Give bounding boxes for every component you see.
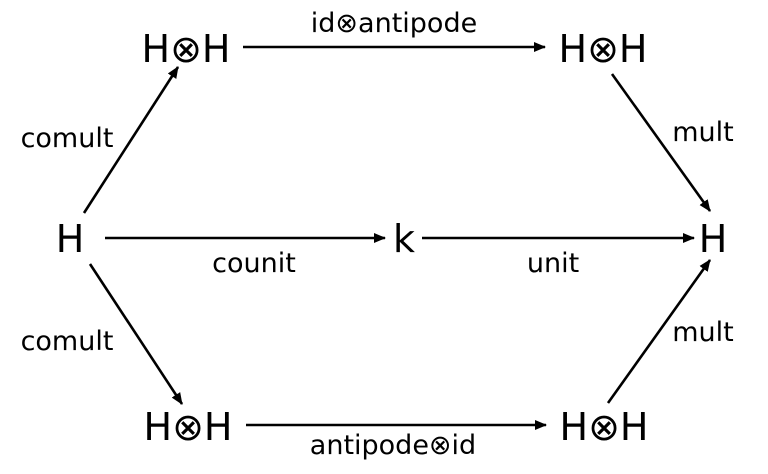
label-lower-left: comult bbox=[21, 326, 114, 357]
label-counit: counit bbox=[212, 248, 296, 279]
arrow-lower-left bbox=[88, 263, 184, 405]
node-h-left: H bbox=[56, 217, 85, 261]
node-hh-bottom-right: H⊗H bbox=[560, 405, 649, 449]
node-hh-top-left: H⊗H bbox=[142, 27, 231, 71]
label-upper-right: mult bbox=[672, 117, 734, 148]
arrow-lower-right bbox=[606, 259, 712, 404]
label-unit: unit bbox=[527, 248, 579, 279]
arrow-upper-right bbox=[610, 73, 712, 212]
node-hh-top-right: H⊗H bbox=[559, 27, 648, 71]
node-h-right: H bbox=[699, 217, 728, 261]
label-top: id⊗antipode bbox=[311, 8, 477, 39]
label-bottom: antipode⊗id bbox=[310, 430, 476, 461]
arrow-upper-left bbox=[82, 66, 180, 214]
node-k-center: k bbox=[393, 217, 415, 261]
label-upper-left: comult bbox=[21, 123, 114, 154]
node-hh-bottom-left: H⊗H bbox=[144, 405, 233, 449]
label-lower-right: mult bbox=[672, 317, 734, 348]
